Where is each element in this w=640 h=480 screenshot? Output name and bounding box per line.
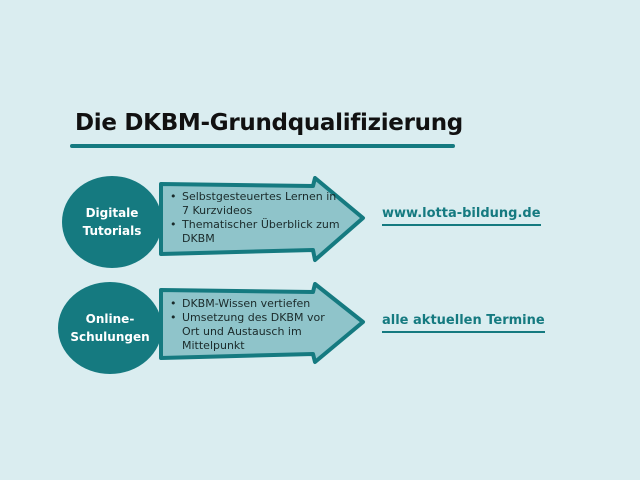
bullet-item: Umsetzung des DKBM vor Ort und Austausch… (170, 311, 330, 353)
circle-label: Digitale Tutorials (82, 206, 142, 238)
bullet-item: DKBM-Wissen vertiefen (170, 297, 330, 311)
page-title: Die DKBM-Grundqualifizierung (75, 110, 463, 136)
circle-label: Online-Schulungen (70, 312, 150, 344)
bullet-item: Thematischer Überblick zum DKBM (170, 218, 340, 246)
termine-link[interactable]: alle aktuellen Termine (382, 313, 545, 333)
bullet-list: Selbstgesteuertes Lernen in 7 Kurzvideos… (170, 190, 340, 246)
circle-online-schulungen: Online-Schulungen (58, 282, 162, 374)
bullet-item: Selbstgesteuertes Lernen in 7 Kurzvideos (170, 190, 340, 218)
title-underline (70, 144, 455, 148)
bullet-list: DKBM-Wissen vertiefen Umsetzung des DKBM… (170, 297, 330, 353)
lotta-bildung-link[interactable]: www.lotta-bildung.de (382, 206, 541, 226)
circle-digitale-tutorials: Digitale Tutorials (62, 176, 162, 268)
